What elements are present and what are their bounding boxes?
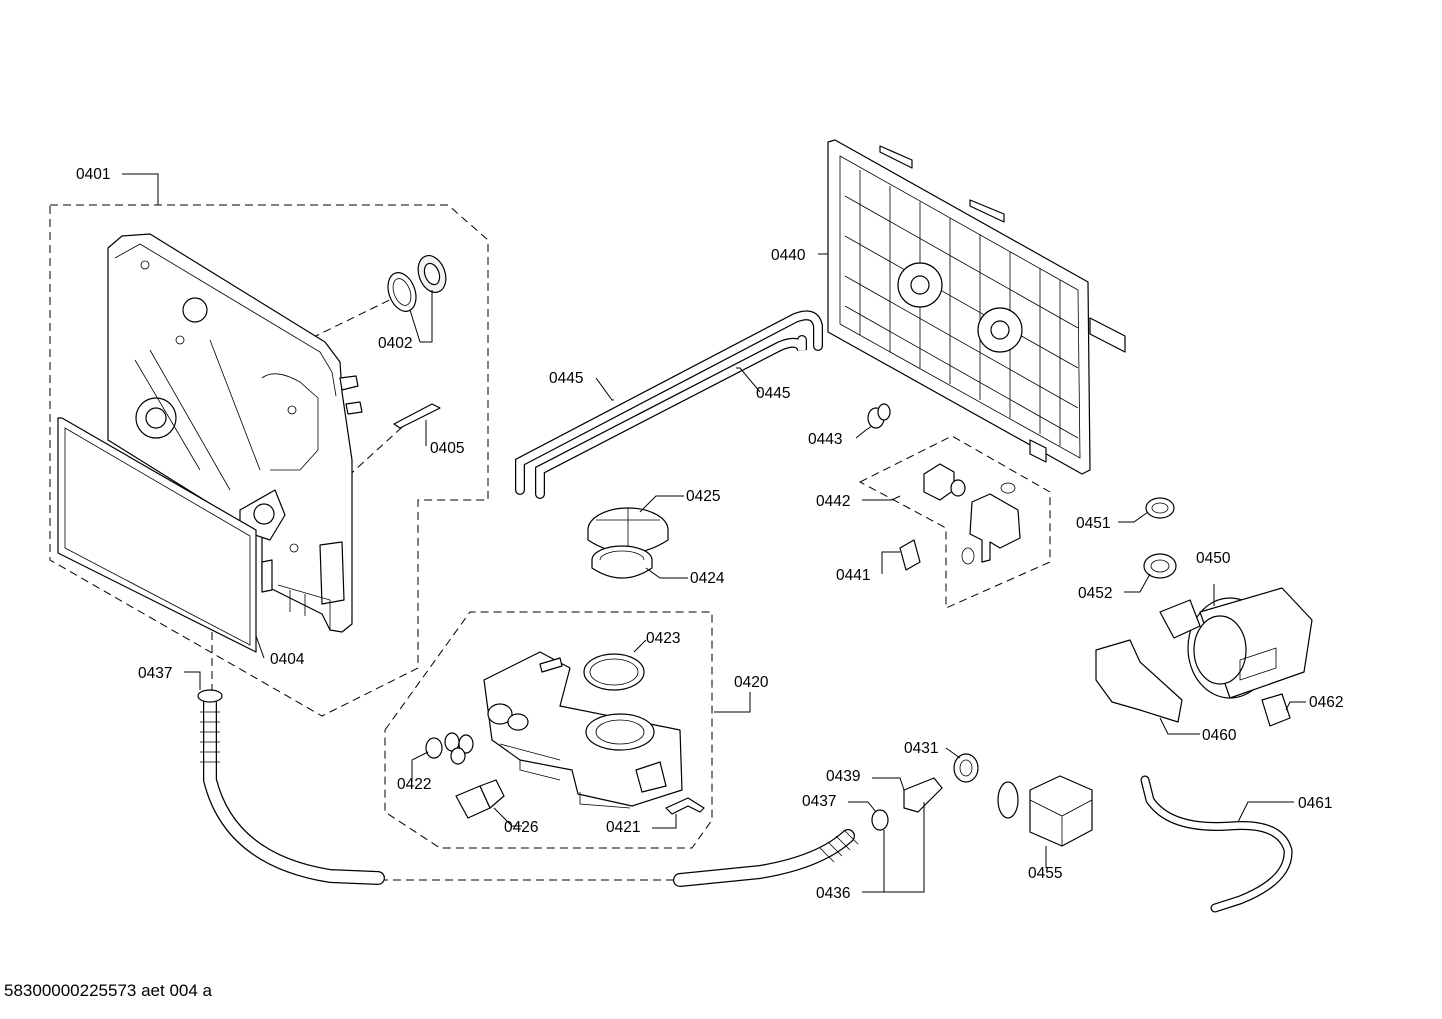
label-0439: 0439 xyxy=(826,768,860,785)
part-0431-nozzle xyxy=(953,753,979,783)
part-labels: 0401 0402 0405 0404 0437 0445 0445 0425 … xyxy=(76,166,1343,902)
group-0420-outline xyxy=(384,611,713,849)
label-0426: 0426 xyxy=(504,819,538,836)
part-0460-bracket xyxy=(1095,639,1183,723)
label-0425: 0425 xyxy=(686,488,720,505)
part-0445-pipes xyxy=(515,310,823,499)
part-0441-clip xyxy=(899,539,921,571)
part-0443-valve xyxy=(867,403,891,429)
part-0436-drain-hose-right xyxy=(673,829,859,887)
label-0440: 0440 xyxy=(771,247,806,264)
label-0401: 0401 xyxy=(76,166,110,183)
part-0426-sensor xyxy=(455,779,505,819)
label-0431: 0431 xyxy=(904,740,938,757)
label-0424: 0424 xyxy=(690,570,725,587)
part-0437-drain-hose-left xyxy=(197,689,385,885)
part-0452-coupling xyxy=(1143,553,1177,579)
part-0455-pump xyxy=(997,775,1093,847)
group-0442-outline xyxy=(858,435,1051,609)
label-0445: 0445 xyxy=(549,370,583,387)
label-0420: 0420 xyxy=(734,674,769,691)
label-0402: 0402 xyxy=(378,335,412,352)
label-0441: 0441 xyxy=(836,567,870,584)
label-0450: 0450 xyxy=(1196,550,1231,567)
part-0424-ring xyxy=(591,545,653,579)
leader-lines xyxy=(122,173,1306,893)
part-0402-seal xyxy=(387,255,447,312)
part-0423-seal-ring xyxy=(583,653,645,691)
label-0445: 0445 xyxy=(756,385,790,402)
label-0462: 0462 xyxy=(1309,694,1343,711)
part-0442-valve-assembly xyxy=(923,463,1021,565)
part-0421-clip xyxy=(665,797,705,815)
part-0404-insulation-panel xyxy=(57,417,257,653)
label-0423: 0423 xyxy=(646,630,680,647)
label-0437: 0437 xyxy=(138,665,172,682)
group-0401-outline xyxy=(49,204,489,717)
document-id: 58300000225573 aet 004 a xyxy=(4,981,212,1000)
part-0462-holder xyxy=(1261,693,1291,727)
label-0452: 0452 xyxy=(1078,585,1112,602)
label-0455: 0455 xyxy=(1028,865,1062,882)
part-0437-clamp xyxy=(871,809,889,831)
label-0461: 0461 xyxy=(1298,795,1332,812)
label-0404: 0404 xyxy=(270,651,305,668)
part-0451-hose-clamp xyxy=(1145,497,1175,519)
part-0405-clip xyxy=(393,403,441,429)
label-0405: 0405 xyxy=(430,440,464,457)
part-0461-hose xyxy=(1140,775,1293,913)
label-0443: 0443 xyxy=(808,431,842,448)
part-0422-rings xyxy=(425,732,474,765)
part-0420-pump-sump xyxy=(483,651,683,809)
part-0439-clip xyxy=(903,777,943,813)
part-0440-grid-frame xyxy=(827,139,1126,475)
label-0422: 0422 xyxy=(397,776,431,793)
label-0437: 0437 xyxy=(802,793,836,810)
label-0442: 0442 xyxy=(816,493,850,510)
part-0450-heat-pump xyxy=(1159,587,1313,699)
label-0460: 0460 xyxy=(1202,727,1237,744)
label-0436: 0436 xyxy=(816,885,850,902)
label-0421: 0421 xyxy=(606,819,640,836)
label-0451: 0451 xyxy=(1076,515,1110,532)
